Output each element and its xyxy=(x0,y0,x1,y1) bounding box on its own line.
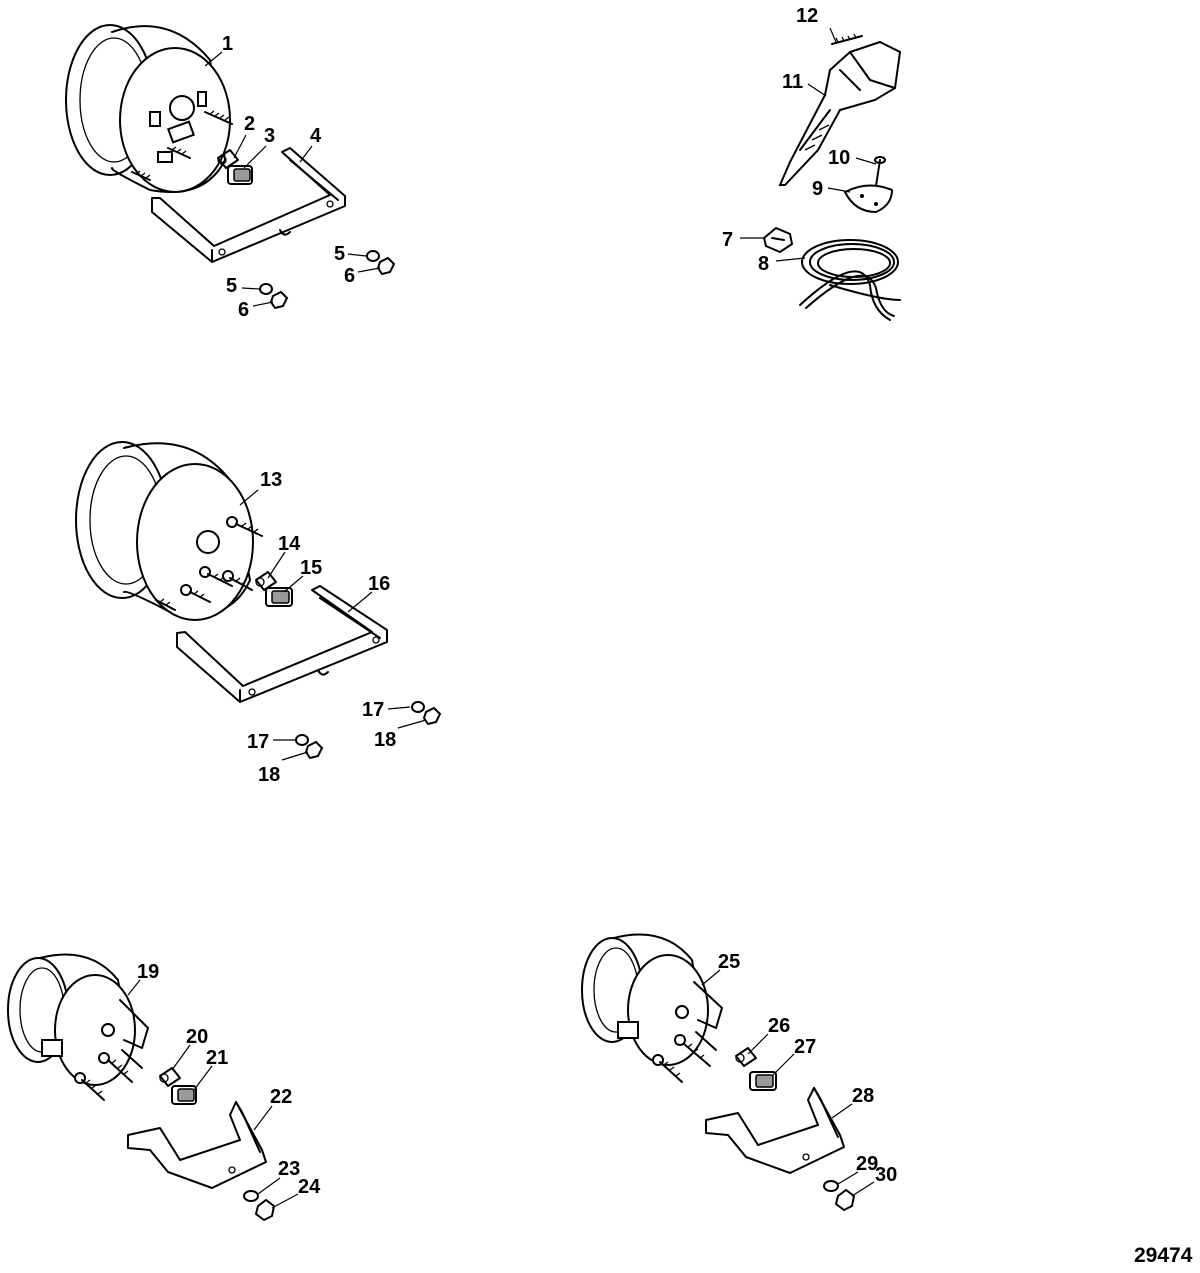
callout-labels: 1 2 3 4 5 5 6 6 7 8 9 10 11 12 13 14 15 … xyxy=(137,5,897,1198)
callout-26: 26 xyxy=(768,1015,790,1037)
figure-reference-number: 29474 xyxy=(1134,1244,1193,1267)
nut-30 xyxy=(834,1188,856,1212)
callout-4: 4 xyxy=(310,125,322,147)
callout-20: 20 xyxy=(186,1026,208,1048)
callout-14: 14 xyxy=(278,533,301,555)
callout-13: 13 xyxy=(260,469,282,491)
tubing-8 xyxy=(799,239,901,321)
bracket-28 xyxy=(705,1087,845,1174)
callout-23: 23 xyxy=(278,1158,300,1180)
callout-16: 16 xyxy=(368,573,390,595)
callout-21: 21 xyxy=(206,1047,228,1069)
callout-11: 11 xyxy=(782,71,803,93)
callout-19: 19 xyxy=(137,961,159,983)
cover-9 xyxy=(843,184,894,214)
gauge-assembly-13 xyxy=(75,441,442,760)
lamp-21 xyxy=(171,1085,197,1105)
gauge-19 xyxy=(7,953,149,1101)
gauge-assembly-19 xyxy=(7,953,276,1222)
gauge-13 xyxy=(75,441,263,621)
screw-12 xyxy=(831,33,863,45)
washer-23 xyxy=(243,1190,259,1202)
washer-5a xyxy=(366,250,380,262)
callout-28: 28 xyxy=(852,1085,874,1107)
fitting-7 xyxy=(762,226,794,254)
callout-18b: 18 xyxy=(258,764,280,786)
pickup-assembly xyxy=(762,33,902,321)
callout-7: 7 xyxy=(722,229,733,251)
callout-8: 8 xyxy=(758,253,769,275)
callout-15: 15 xyxy=(300,557,322,579)
callout-10: 10 xyxy=(828,147,850,169)
callout-17a: 17 xyxy=(362,699,384,721)
nut-6b xyxy=(269,290,289,310)
callout-3: 3 xyxy=(264,125,275,147)
callout-6a: 6 xyxy=(344,265,355,287)
callout-24: 24 xyxy=(298,1176,321,1198)
gauge-1 xyxy=(65,24,233,193)
leader-lines xyxy=(127,27,877,1209)
lamp-3 xyxy=(227,165,253,185)
callout-5a: 5 xyxy=(334,243,345,265)
nut-6a xyxy=(376,256,396,276)
callout-25: 25 xyxy=(718,951,740,973)
lamp-27 xyxy=(749,1071,777,1091)
gauge-assembly-1 xyxy=(65,24,396,310)
gauge-assembly-25 xyxy=(581,933,856,1212)
gauge-25 xyxy=(581,933,723,1083)
nut-18b xyxy=(304,740,324,760)
callout-30: 30 xyxy=(875,1164,897,1186)
callout-17b: 17 xyxy=(247,731,269,753)
lamp-socket-14 xyxy=(255,571,277,591)
callout-12: 12 xyxy=(796,5,818,27)
bracket-4 xyxy=(151,147,346,263)
washer-17b xyxy=(295,734,309,746)
callout-5b: 5 xyxy=(226,275,237,297)
callout-9: 9 xyxy=(812,178,823,200)
callout-22: 22 xyxy=(270,1086,292,1108)
lamp-socket-20 xyxy=(159,1067,181,1087)
callout-18a: 18 xyxy=(374,729,396,751)
callout-1: 1 xyxy=(222,33,233,55)
callout-29: 29 xyxy=(856,1153,878,1175)
washer-17a xyxy=(411,701,425,713)
washer-5b xyxy=(259,283,273,295)
callout-27: 27 xyxy=(794,1036,816,1058)
bracket-16 xyxy=(176,585,388,703)
callout-6b: 6 xyxy=(238,299,249,321)
screw-10 xyxy=(874,156,886,187)
callout-2: 2 xyxy=(244,113,255,135)
bracket-22 xyxy=(127,1101,267,1189)
lamp-socket-26 xyxy=(735,1047,757,1067)
lamp-socket-2 xyxy=(217,149,239,169)
nut-18a xyxy=(422,706,442,726)
nut-24 xyxy=(254,1198,276,1222)
washer-29 xyxy=(823,1180,839,1192)
lamp-15 xyxy=(265,587,293,607)
